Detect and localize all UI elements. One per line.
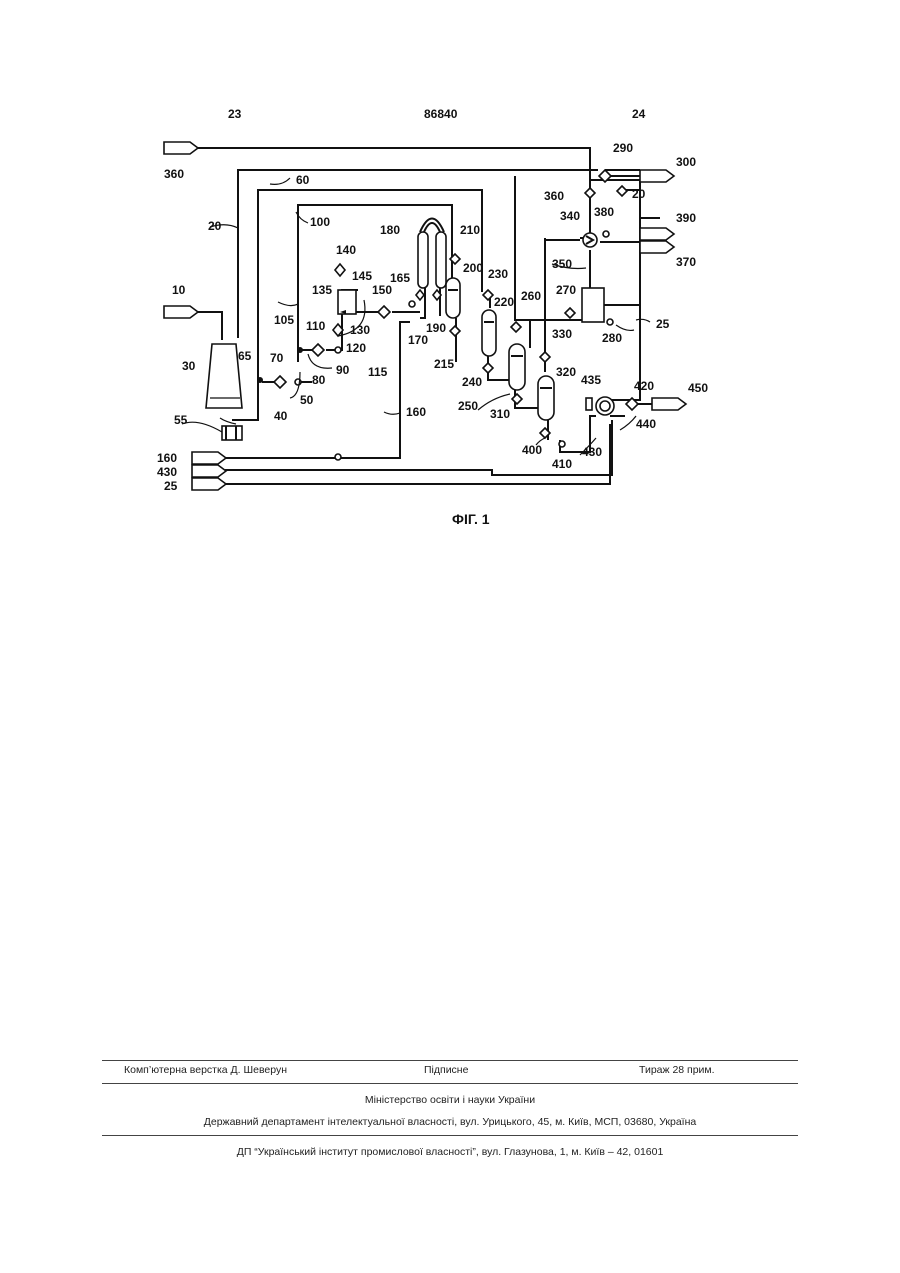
label-435: 435: [581, 373, 601, 387]
label-50: 50: [300, 393, 314, 407]
footer-signature-note: Підписне: [424, 1064, 468, 1076]
label-360-right: 360: [544, 189, 564, 203]
label-290: 290: [613, 141, 633, 155]
label-25-right: 25: [656, 317, 670, 331]
label-90: 90: [336, 363, 350, 377]
label-430-right: 430: [582, 445, 602, 459]
label-170: 170: [408, 333, 428, 347]
label-330: 330: [552, 327, 572, 341]
footer-institute: ДП “Український інститут промислової вла…: [0, 1146, 900, 1158]
label-220: 220: [494, 295, 514, 309]
label-20-right: 20: [632, 187, 646, 201]
label-370: 370: [676, 255, 696, 269]
figure-caption: ФІГ. 1: [452, 511, 490, 527]
label-80: 80: [312, 373, 326, 387]
process-flow-diagram: 360 290 300 60 360 20 20 100 340 380 390…: [0, 0, 900, 540]
footer-circulation: Тираж 28 прим.: [639, 1064, 715, 1076]
label-430-left: 430: [157, 465, 177, 479]
label-60: 60: [296, 173, 310, 187]
footer-divider-middle: [102, 1083, 798, 1084]
label-310: 310: [490, 407, 510, 421]
label-10: 10: [172, 283, 186, 297]
label-160-inner: 160: [406, 405, 426, 419]
label-100: 100: [310, 215, 330, 229]
footer-ministry: Міністерство освіти і науки України: [0, 1094, 900, 1106]
label-30: 30: [182, 359, 196, 373]
label-70: 70: [270, 351, 284, 365]
label-270: 270: [556, 283, 576, 297]
footer-divider-bottom: [102, 1135, 798, 1136]
label-40: 40: [274, 409, 288, 423]
label-145: 145: [352, 269, 372, 283]
label-135: 135: [312, 283, 332, 297]
label-410: 410: [552, 457, 572, 471]
label-210: 210: [460, 223, 480, 237]
label-115: 115: [368, 365, 388, 379]
label-350: 350: [552, 257, 572, 271]
label-390: 390: [676, 211, 696, 225]
label-440: 440: [636, 417, 656, 431]
label-190: 190: [426, 321, 446, 335]
label-420: 420: [634, 379, 654, 393]
label-300: 300: [676, 155, 696, 169]
label-65: 65: [238, 349, 252, 363]
label-320: 320: [556, 365, 576, 379]
label-110: 110: [306, 319, 326, 333]
footer-divider-top: [102, 1060, 798, 1061]
label-250: 250: [458, 399, 478, 413]
label-400: 400: [522, 443, 542, 457]
label-180: 180: [380, 223, 400, 237]
footer-layout-credit: Комп’ютерна верстка Д. Шеверун: [124, 1064, 287, 1076]
label-130: 130: [350, 323, 370, 337]
label-230: 230: [488, 267, 508, 281]
label-140: 140: [336, 243, 356, 257]
label-200: 200: [463, 261, 483, 275]
label-150: 150: [372, 283, 392, 297]
label-450: 450: [688, 381, 708, 395]
label-160-left: 160: [157, 451, 177, 465]
label-380: 380: [594, 205, 614, 219]
label-280: 280: [602, 331, 622, 345]
footer-department: Державний департамент інтелектуальної вл…: [0, 1116, 900, 1128]
label-105: 105: [274, 313, 294, 327]
label-215: 215: [434, 357, 454, 371]
label-360: 360: [164, 167, 184, 181]
label-20-left: 20: [208, 219, 222, 233]
label-165: 165: [390, 271, 410, 285]
label-25-left: 25: [164, 479, 178, 493]
label-55: 55: [174, 413, 188, 427]
label-240: 240: [462, 375, 482, 389]
label-260: 260: [521, 289, 541, 303]
label-120: 120: [346, 341, 366, 355]
label-340: 340: [560, 209, 580, 223]
